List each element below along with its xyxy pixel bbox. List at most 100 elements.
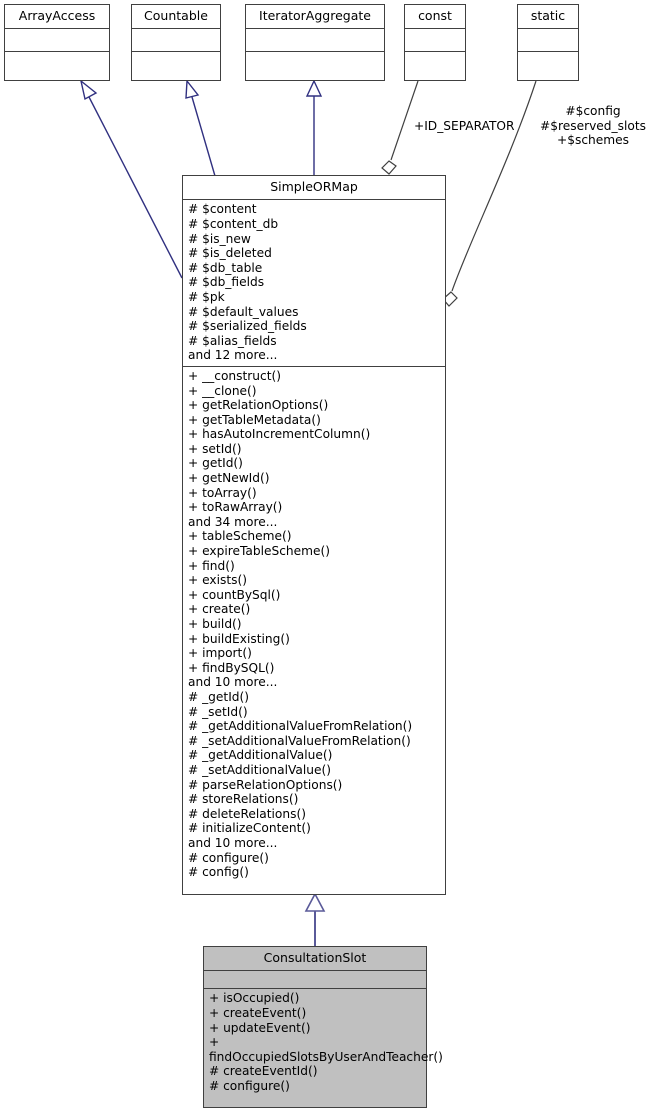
class-member: + getTableMetadata() [188, 412, 321, 427]
class-member: # $db_table [188, 260, 263, 275]
class-box-iteratoraggregate[interactable]: IteratorAggregate [245, 4, 385, 81]
class-box-simpleormap[interactable]: SimpleORMap # $content# $content_db# $is… [182, 175, 446, 895]
class-member: # deleteRelations() [188, 806, 306, 821]
class-member: + countBySql() [188, 587, 281, 602]
divider [132, 28, 220, 30]
class-member: + findBySQL() [188, 660, 275, 675]
divider [518, 28, 578, 30]
class-box-arrayaccess[interactable]: ArrayAccess [4, 4, 110, 81]
class-member: + createEvent() [209, 1005, 307, 1020]
class-member: + getNewId() [188, 471, 270, 486]
class-member: # _setId() [188, 704, 248, 719]
operations-compartment-simpleormap: + __construct()+ __clone()+ getRelationO… [183, 367, 445, 883]
class-member: + tableScheme() [188, 529, 292, 544]
class-member: and 34 more... [188, 514, 278, 529]
class-member: + expireTableScheme() [188, 544, 330, 559]
class-member: + isOccupied() [209, 991, 300, 1006]
divider [183, 365, 445, 367]
class-member: + import() [188, 646, 252, 661]
class-member: + toArray() [188, 485, 257, 500]
edge-simpleormap-arrayaccess [79, 79, 183, 279]
edge-static-simpleormap [442, 80, 537, 307]
operations-compartment-consultationslot: + isOccupied()+ createEvent()+ updateEve… [204, 989, 443, 1096]
divider [246, 51, 384, 53]
class-member: # $is_deleted [188, 246, 272, 261]
attributes-compartment [405, 29, 465, 51]
class-title-iteratoraggregate: IteratorAggregate [259, 8, 371, 23]
class-member: + buildExisting() [188, 631, 290, 646]
class-member: + getId() [188, 456, 243, 471]
operations-compartment [246, 52, 384, 74]
operations-compartment [132, 52, 220, 74]
class-member: + findOccupiedSlotsByUserAndTeacher() [209, 1035, 443, 1064]
operations-compartment [5, 52, 109, 74]
attributes-compartment [246, 29, 384, 51]
divider [518, 51, 578, 53]
class-member: + exists() [188, 573, 247, 588]
class-member: + __construct() [188, 368, 282, 383]
class-member: # $alias_fields [188, 333, 277, 348]
class-member: and 12 more... [188, 348, 278, 363]
class-member: # createEventId() [209, 1064, 318, 1079]
class-title-arrayaccess: ArrayAccess [18, 8, 96, 23]
class-box-consultationslot[interactable]: ConsultationSlot + isOccupied()+ createE… [203, 946, 443, 1108]
divider [405, 28, 465, 30]
class-member: + hasAutoIncrementColumn() [188, 427, 371, 442]
divider [5, 51, 109, 53]
class-member: # $is_new [188, 231, 251, 246]
class-member: + setId() [188, 441, 242, 456]
attributes-compartment [132, 29, 220, 51]
divider [132, 51, 220, 53]
class-title-simpleormap: SimpleORMap [270, 179, 358, 194]
class-member: + find() [188, 558, 235, 573]
class-member: # $db_fields [188, 275, 265, 290]
class-box-countable[interactable]: Countable [131, 4, 221, 81]
divider [5, 28, 109, 30]
class-box-static[interactable]: static [517, 4, 579, 81]
operations-compartment [405, 52, 465, 74]
class-member: # configure() [188, 850, 269, 865]
edge-label-static-members: #$config #$reserved_slots +$schemes [540, 104, 646, 147]
class-member: # _getAdditionalValue() [188, 748, 333, 763]
attributes-compartment-simpleormap: # $content# $content_db# $is_new# $is_de… [183, 200, 445, 366]
class-title-countable: Countable [144, 8, 208, 23]
class-member: + toRawArray() [188, 500, 283, 515]
class-member: # initializeContent() [188, 821, 311, 836]
class-member: # $pk [188, 289, 225, 304]
edge-consultationslot-simpleormap [304, 892, 326, 946]
class-title-consultationslot: ConsultationSlot [263, 950, 367, 965]
edge-simpleormap-iteratoraggregate [305, 79, 323, 176]
class-member: + updateEvent() [209, 1020, 311, 1035]
class-member: # storeRelations() [188, 792, 299, 807]
class-member: + create() [188, 602, 251, 617]
divider [183, 199, 445, 201]
class-member: # _getId() [188, 689, 250, 704]
class-member: + getRelationOptions() [188, 398, 329, 413]
class-member: # $content_db [188, 216, 279, 231]
class-title-static: static [530, 8, 566, 23]
divider [204, 970, 426, 972]
class-member: # _getAdditionalValueFromRelation() [188, 719, 413, 734]
class-box-const[interactable]: const [404, 4, 466, 81]
edge-const-simpleormap [381, 80, 419, 175]
class-member: # $content [188, 202, 257, 217]
class-member: # _setAdditionalValue() [188, 762, 331, 777]
operations-compartment [518, 52, 578, 74]
attributes-compartment [5, 29, 109, 51]
class-member: and 10 more... [188, 675, 278, 690]
edge-label-id-separator: +ID_SEPARATOR [414, 119, 515, 133]
attributes-compartment [518, 29, 578, 51]
attributes-compartment-consultationslot [204, 971, 426, 988]
class-member: # configure() [209, 1078, 290, 1093]
class-member: # parseRelationOptions() [188, 777, 343, 792]
class-member: + __clone() [188, 383, 257, 398]
divider [204, 988, 426, 990]
class-member: # config() [188, 865, 249, 880]
divider [405, 51, 465, 53]
edge-simpleormap-countable [185, 79, 216, 177]
class-member: # $default_values [188, 304, 299, 319]
class-title-const: const [418, 8, 452, 23]
class-member: + build() [188, 617, 242, 631]
class-member: # _setAdditionalValueFromRelation() [188, 733, 411, 748]
